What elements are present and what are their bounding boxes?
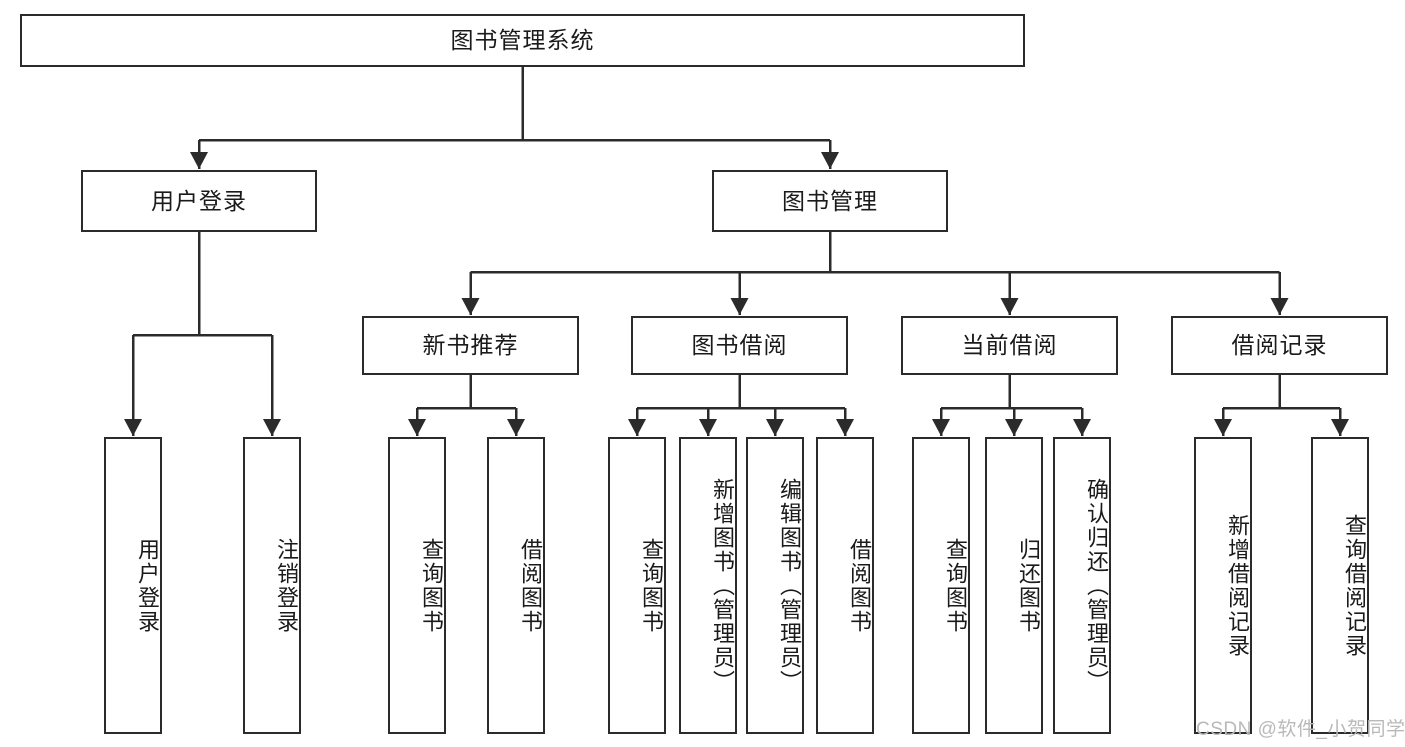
leaf-node[interactable]: 注销登录	[243, 437, 301, 734]
node-label: 编辑图书（管理员）	[777, 477, 802, 694]
node-book-borrow[interactable]: 图书借阅	[631, 316, 848, 375]
node-book-management[interactable]: 图书管理	[712, 170, 948, 232]
csdn-watermark: CSDN @软件_小贺同学	[1196, 719, 1405, 740]
node-label: 注销登录	[274, 537, 299, 634]
node-label: 新书推荐	[422, 332, 519, 359]
node-label: 新增借阅记录	[1225, 513, 1250, 658]
node-label: 图书借阅	[691, 332, 788, 359]
leaf-node[interactable]: 查询图书	[912, 437, 970, 734]
leaf-node[interactable]: 借阅图书	[487, 437, 545, 734]
node-new-book-recommend[interactable]: 新书推荐	[362, 316, 579, 375]
leaf-node[interactable]: 查询图书	[608, 437, 666, 734]
leaf-node[interactable]: 用户登录	[104, 437, 162, 734]
node-label: 当前借阅	[961, 332, 1058, 359]
leaf-node[interactable]: 归还图书	[985, 437, 1043, 734]
node-label: 借阅记录	[1231, 332, 1328, 359]
node-label: 新增图书（管理员）	[710, 477, 735, 694]
node-label: 用户登录	[151, 187, 247, 214]
node-root-system[interactable]: 图书管理系统	[20, 14, 1025, 67]
node-label: 确认归还（管理员）	[1084, 477, 1109, 694]
leaf-node[interactable]: 确认归还（管理员）	[1053, 437, 1111, 734]
node-borrow-record[interactable]: 借阅记录	[1171, 316, 1388, 375]
node-label: 归还图书	[1016, 537, 1041, 634]
node-label: 查询图书	[639, 537, 664, 634]
node-label: 查询图书	[419, 537, 444, 634]
leaf-node[interactable]: 查询借阅记录	[1311, 437, 1369, 734]
node-label: 查询借阅记录	[1342, 513, 1367, 658]
leaf-node[interactable]: 编辑图书（管理员）	[746, 437, 804, 734]
node-current-borrow[interactable]: 当前借阅	[901, 316, 1118, 375]
leaf-node[interactable]: 新增图书（管理员）	[679, 437, 737, 734]
node-label: 借阅图书	[518, 537, 543, 634]
leaf-node[interactable]: 新增借阅记录	[1194, 437, 1252, 734]
node-user-login[interactable]: 用户登录	[81, 170, 317, 232]
node-label: 用户登录	[135, 537, 160, 634]
node-label: 查询图书	[943, 537, 968, 634]
node-label: 借阅图书	[847, 537, 872, 634]
leaf-node[interactable]: 借阅图书	[816, 437, 874, 734]
leaf-node[interactable]: 查询图书	[388, 437, 446, 734]
node-label: 图书管理	[782, 187, 878, 214]
node-label: 图书管理系统	[450, 27, 595, 54]
